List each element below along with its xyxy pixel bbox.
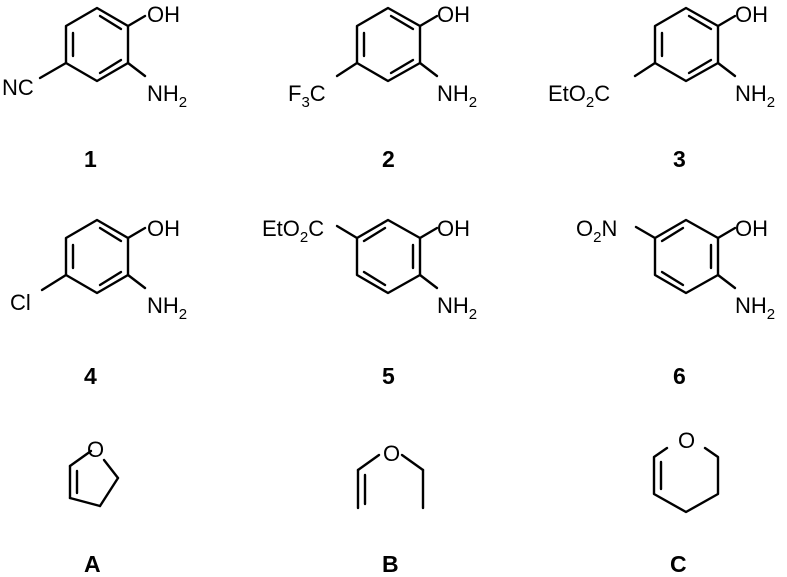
compound-5-oh-label: OH: [437, 216, 470, 241]
compound-3-oh-label: OH: [735, 2, 768, 27]
compound-2-nh2-label: NH2: [437, 81, 477, 111]
compound-4-left-substituent: Cl: [10, 290, 31, 315]
compound-4-structure: OH NH2 Cl: [10, 216, 187, 323]
compound-3-number: 3: [673, 146, 686, 172]
reagent-a-oxygen: O: [87, 437, 104, 462]
compound-2-number: 2: [382, 146, 395, 172]
compound-5-number: 5: [382, 363, 395, 389]
compound-4-nh2-label: NH2: [147, 293, 187, 323]
compound-2-left-substituent: F3C: [288, 81, 326, 111]
compound-1-structure: OH NH2 NC: [2, 2, 187, 111]
reagent-a-structure: O: [68, 437, 120, 508]
reagent-c-oxygen: O: [678, 428, 695, 453]
compound-6-structure: OH NH2 O2N: [576, 216, 775, 323]
compound-5-nh2-label: NH2: [437, 293, 477, 323]
reagent-c-label: C: [670, 551, 687, 577]
compound-5-top-left-substituent: EtO2C: [262, 216, 324, 246]
compound-3-structure: OH NH2 EtO2C: [548, 2, 775, 111]
compound-1-nh2-label: NH2: [147, 81, 187, 111]
compound-3-nh2-label: NH2: [735, 81, 775, 111]
compound-3-left-substituent: EtO2C: [548, 81, 610, 111]
compound-6-top-left-substituent: O2N: [576, 216, 617, 246]
reagent-b-structure: O: [356, 441, 425, 510]
compound-2-oh-label: OH: [437, 2, 470, 27]
compound-6-number: 6: [673, 363, 686, 389]
compound-5-structure: OH NH2 EtO2C: [262, 216, 477, 323]
compound-2-structure: OH NH2 F3C: [288, 2, 477, 111]
compound-6-oh-label: OH: [735, 216, 768, 241]
compound-4-oh-label: OH: [147, 216, 180, 241]
reagent-c-structure: O: [652, 428, 720, 514]
compound-6-nh2-label: NH2: [735, 293, 775, 323]
reagent-b-oxygen: O: [383, 441, 400, 466]
reagent-a-label: A: [84, 551, 101, 577]
compound-1-left-substituent: NC: [2, 75, 34, 100]
compound-1-number: 1: [84, 146, 97, 172]
compound-4-number: 4: [84, 363, 97, 389]
reagent-b-label: B: [382, 551, 399, 577]
compound-1-oh-label: OH: [147, 2, 180, 27]
